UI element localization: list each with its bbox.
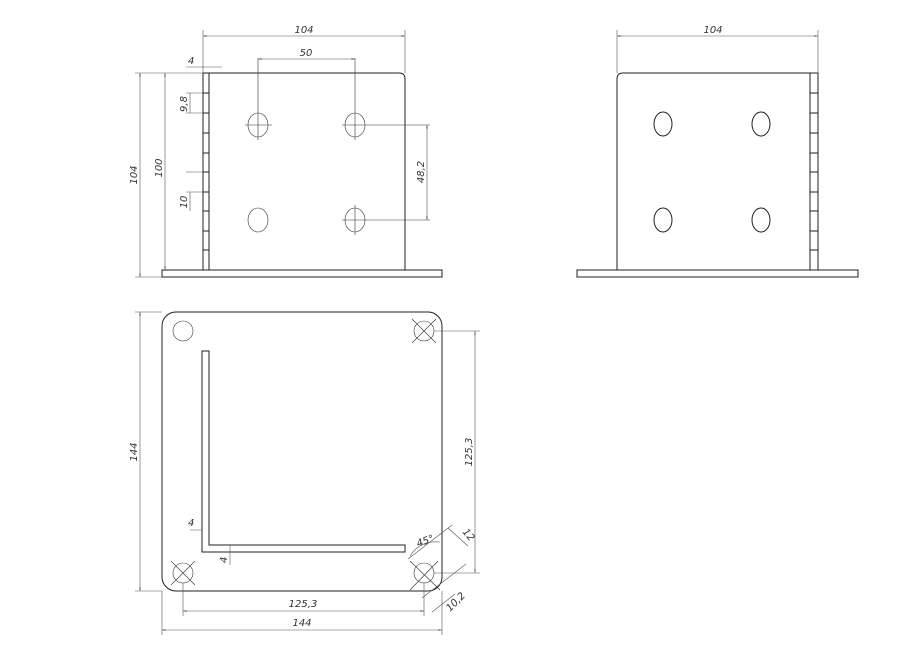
dim-tab-height: 9,8 — [179, 96, 190, 112]
dim-plan-width: 144 — [292, 618, 311, 629]
dim-angle: 45° — [415, 533, 435, 549]
dim-slot-width: 10,2 — [444, 591, 468, 615]
dim-hole-spacing-vertical: 125,3 — [464, 438, 475, 467]
dim-hole-vertical-spacing: 48,2 — [416, 161, 427, 183]
dim-plan-height: 144 — [129, 442, 140, 461]
dim-side-width: 104 — [703, 25, 722, 36]
dim-total-height: 104 — [129, 165, 140, 184]
dim-hole-spacing: 50 — [300, 48, 313, 59]
front-view: 104 50 4 9,8 104 100 10 48,2 — [129, 25, 443, 278]
dim-width: 104 — [294, 25, 313, 36]
dim-hole-spacing-horizontal: 125,3 — [289, 599, 318, 610]
dim-wall-thickness-vertical: 4 — [188, 518, 194, 529]
side-view: 104 — [576, 25, 859, 278]
plan-view: 144 125,3 4 4 45° 12 10,2 125,3 144 — [129, 311, 480, 635]
dim-wall-thickness-horizontal: 4 — [219, 557, 230, 563]
dim-plate-height: 100 — [154, 158, 165, 177]
dim-flange-thickness: 4 — [188, 56, 194, 67]
mounting-holes — [245, 58, 430, 235]
dim-tab-gap: 10 — [179, 196, 190, 209]
